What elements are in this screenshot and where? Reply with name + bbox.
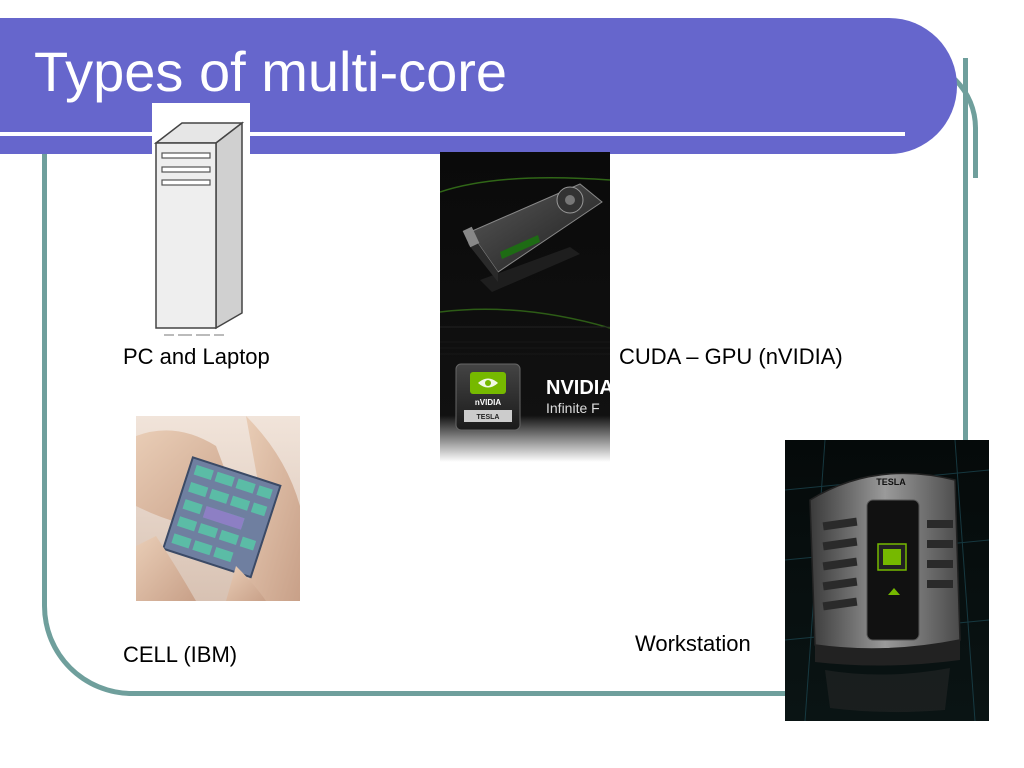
- gpu-brand-text: NVIDIA: [546, 377, 610, 399]
- title-underline: [0, 132, 905, 136]
- caption-pc-and-laptop: PC and Laptop: [123, 344, 270, 369]
- gpu-badge-sub: TESLA: [477, 414, 500, 421]
- caption-cell-ibm: CELL (IBM): [123, 642, 238, 667]
- tesla-workstation-image: TESLA: [785, 440, 989, 721]
- caption-cuda-gpu: CUDA – GPU (nVIDIA): [619, 344, 843, 369]
- slide-title: Types of multi-core: [34, 40, 508, 103]
- slide-frame: [42, 58, 968, 696]
- gpu-tagline-text: Infinite F: [546, 400, 600, 416]
- cell-processor-chip-image: [136, 416, 300, 601]
- pc-tower-icon: [152, 103, 250, 341]
- gpu-badge-brand: nVIDIA: [475, 398, 501, 407]
- caption-workstation: Workstation: [635, 631, 751, 656]
- nvidia-tesla-gpu-card-image: nVIDIA TESLA NVIDIA Infinite F: [440, 152, 610, 462]
- workstation-label: TESLA: [876, 477, 906, 487]
